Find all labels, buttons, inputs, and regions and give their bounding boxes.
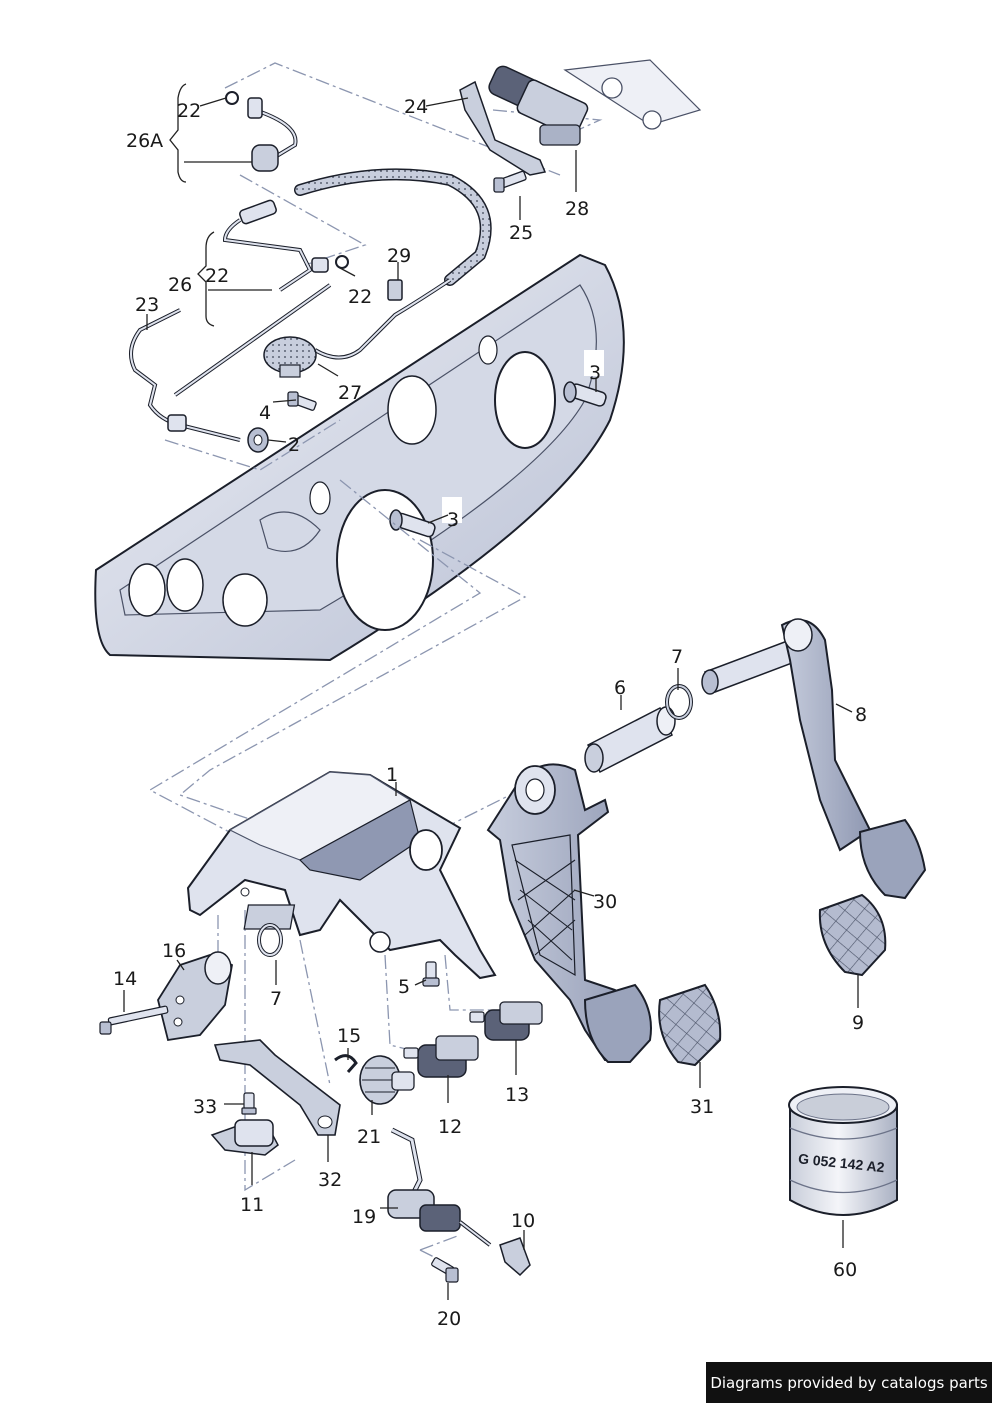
o-ring-22a [225,91,239,105]
sleeve-6 [584,706,676,774]
callout-13: 13 [505,1084,530,1106]
callout-1: 1 [386,764,399,786]
clutch-hose-assembly [129,97,492,442]
leader-lines [123,83,859,1300]
callout-9: 9 [852,1012,865,1034]
pedal-pad-31 [658,983,722,1067]
callout-3-upper: 3 [589,362,602,384]
o-ring-22c [335,255,349,269]
clip-15 [334,1054,358,1073]
callout-5: 5 [398,976,411,998]
callout-32: 32 [318,1169,343,1191]
callout-24: 24 [404,96,429,118]
callout-15: 15 [337,1025,362,1047]
callout-2: 2 [288,434,301,456]
callout-23: 23 [135,294,160,316]
stud-bolt-lower [389,509,436,538]
clip-29 [387,279,403,301]
lever-32 [213,1039,341,1136]
callout-30: 30 [593,891,618,913]
callout-60: 60 [833,1259,858,1281]
white-mask-upper [584,350,604,376]
bolt-25 [493,170,527,193]
callout-3-lower: 3 [447,509,460,531]
bracket-24 [459,80,547,176]
callout-14: 14 [113,968,138,990]
callout-7-lower: 7 [270,988,283,1010]
brake-pedal-30 [486,763,652,1063]
callout-6: 6 [614,677,627,699]
callout-16: 16 [162,940,187,962]
callout-10: 10 [511,1210,536,1232]
callout-29: 29 [387,245,412,267]
callout-26: 26 [168,274,193,296]
ring-7-lower [257,923,283,957]
callout-12: 12 [438,1116,463,1138]
clip-10 [499,1237,531,1277]
switch-11 [210,1119,279,1156]
bolt-5 [422,961,440,987]
callout-26A: 26A [126,130,164,152]
stud-bolt-upper [563,381,607,407]
shaft-8 [701,618,927,900]
grommet-2 [247,427,269,453]
ring-7-upper [665,684,693,720]
grease-can-60: G 052 142 A2 [788,1086,898,1216]
credit-banner: Diagrams provided by catalogs parts [706,1362,992,1403]
bolt-14 [99,1005,169,1035]
white-mask-lower [442,497,462,523]
callout-28: 28 [565,198,590,220]
firewall-panel [94,253,625,662]
pedal-pad-9 [818,893,887,977]
callout-21: 21 [357,1126,382,1148]
callout-27: 27 [338,382,363,404]
callout-31: 31 [690,1096,715,1118]
pedal-bracket-1 [186,770,497,980]
sender-19 [387,1127,492,1247]
callout-22-left: 22 [205,265,230,287]
bearing-bracket-16 [157,951,234,1042]
switch-13 [469,1001,543,1041]
callout-19: 19 [352,1206,377,1228]
master-cylinder-28 [488,59,702,146]
callout-11: 11 [240,1194,265,1216]
callout-22-right: 22 [348,286,373,308]
callout-8: 8 [855,704,868,726]
callout-4: 4 [259,402,272,424]
switch-12 [403,1035,479,1078]
screw-33 [241,1092,257,1115]
callout-7-upper: 7 [671,646,684,668]
bolt-4 [287,391,317,411]
stop-21 [359,1055,415,1105]
callout-22-top: 22 [177,100,202,122]
bolt-20 [431,1257,459,1283]
callout-25: 25 [509,222,534,244]
grommet-27 [263,336,317,378]
callout-33: 33 [193,1096,218,1118]
callout-20: 20 [437,1308,462,1330]
